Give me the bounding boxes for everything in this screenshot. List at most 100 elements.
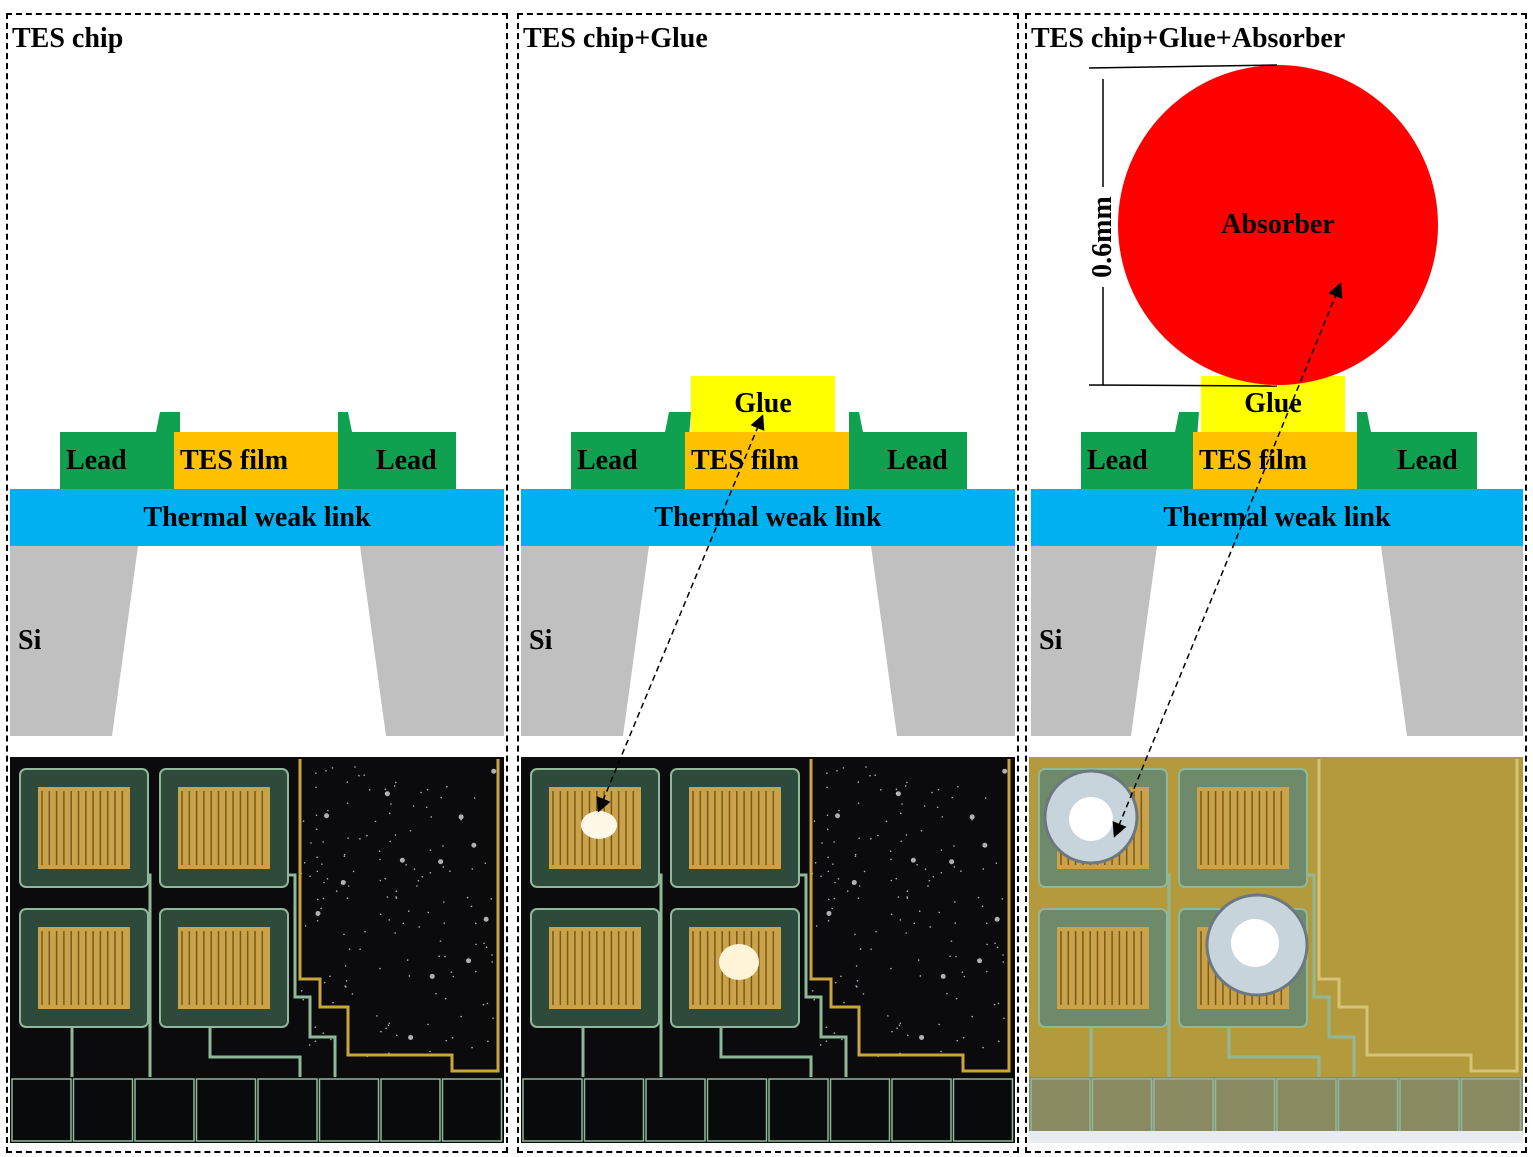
speckle bbox=[898, 1024, 901, 1027]
speckle bbox=[813, 998, 816, 1001]
speckle bbox=[327, 809, 329, 812]
speckle bbox=[354, 766, 356, 768]
speckle bbox=[416, 885, 418, 887]
speckle bbox=[329, 975, 331, 978]
speckle bbox=[393, 785, 396, 787]
speckle bbox=[427, 1023, 429, 1026]
speckle bbox=[927, 885, 929, 887]
speckle bbox=[906, 897, 909, 899]
speckle bbox=[957, 785, 959, 788]
bond-pad bbox=[706, 1078, 768, 1142]
bond-pad bbox=[134, 1078, 195, 1142]
panel-title: TES chip bbox=[12, 23, 124, 54]
speckle bbox=[351, 993, 354, 995]
speckle bbox=[442, 866, 445, 868]
speckle bbox=[857, 781, 860, 783]
speckle bbox=[315, 786, 317, 789]
speckle bbox=[444, 997, 447, 1000]
speckle bbox=[863, 870, 866, 873]
bond-pad bbox=[583, 1078, 645, 1142]
glue-dot bbox=[719, 944, 759, 980]
speckle bbox=[956, 1039, 959, 1042]
speckle bbox=[913, 922, 916, 925]
speckle bbox=[389, 840, 391, 843]
speckle bbox=[348, 948, 351, 950]
speckle bbox=[969, 814, 975, 820]
speckle bbox=[376, 1015, 378, 1017]
speckle bbox=[896, 1027, 898, 1030]
speckle bbox=[395, 1034, 398, 1037]
speckle bbox=[950, 940, 953, 942]
speckle bbox=[359, 948, 361, 950]
speckle bbox=[996, 946, 999, 949]
speckle bbox=[303, 861, 306, 864]
speckle bbox=[325, 769, 327, 772]
lead-left-label: Lead bbox=[66, 445, 127, 476]
speckle bbox=[826, 772, 828, 775]
speckle bbox=[895, 788, 898, 791]
speckle bbox=[838, 809, 840, 812]
speckle bbox=[388, 919, 391, 921]
speckle bbox=[418, 926, 420, 928]
absorber-label: Absorber bbox=[1221, 209, 1335, 240]
tes-pixel-meander bbox=[689, 787, 781, 869]
speckle bbox=[430, 816, 433, 818]
speckle bbox=[346, 802, 349, 804]
tes-pixel-meander bbox=[38, 787, 130, 869]
speckle bbox=[843, 1001, 845, 1004]
speckle bbox=[426, 788, 429, 791]
glue-label: Glue bbox=[734, 388, 792, 419]
speckle bbox=[321, 863, 323, 865]
speckle bbox=[940, 849, 943, 851]
speckle bbox=[994, 942, 996, 945]
speckle bbox=[857, 802, 860, 804]
speckle bbox=[412, 805, 415, 807]
speckle bbox=[840, 975, 842, 978]
speckle bbox=[897, 896, 900, 898]
speckle bbox=[429, 849, 432, 851]
speckle bbox=[395, 781, 397, 784]
speckle bbox=[858, 885, 861, 887]
speckle bbox=[443, 922, 445, 924]
speckle bbox=[993, 1003, 996, 1006]
speckle bbox=[335, 890, 338, 892]
speckle bbox=[929, 926, 931, 928]
bond-pad-strip bbox=[521, 1077, 1015, 1143]
speckle bbox=[836, 769, 838, 772]
weak-link-label: Thermal weak link bbox=[1163, 501, 1391, 533]
absorber-highlight bbox=[1069, 797, 1113, 841]
speckle bbox=[444, 955, 446, 958]
speckle bbox=[438, 859, 444, 865]
speckle bbox=[832, 863, 834, 865]
speckle bbox=[846, 890, 849, 892]
speckle bbox=[924, 868, 927, 870]
speckle bbox=[487, 1040, 489, 1043]
speckle bbox=[906, 781, 908, 784]
speckle bbox=[949, 955, 951, 957]
speckle bbox=[387, 1024, 390, 1027]
speckle bbox=[384, 877, 387, 880]
micrograph-bare-tes-array bbox=[10, 757, 504, 1143]
speckle bbox=[471, 842, 477, 848]
speckle bbox=[919, 975, 922, 977]
panel-tes-chip-glue: TES chip+Glue Lead TES film Lead Glue Th… bbox=[517, 13, 1019, 1153]
speckle bbox=[408, 975, 411, 977]
speckle bbox=[835, 813, 841, 819]
speckle bbox=[451, 1036, 454, 1039]
speckle bbox=[981, 905, 984, 908]
speckle bbox=[827, 870, 830, 873]
speckle bbox=[870, 838, 872, 840]
speckle bbox=[906, 890, 909, 892]
speckle bbox=[344, 985, 346, 987]
speckle bbox=[982, 842, 988, 848]
speckle bbox=[833, 1032, 836, 1034]
speckle bbox=[856, 980, 859, 982]
speckle bbox=[363, 774, 365, 776]
speckle bbox=[407, 910, 410, 913]
speckle bbox=[920, 829, 923, 832]
speckle bbox=[940, 1050, 942, 1053]
speckle bbox=[482, 1003, 485, 1006]
bond-pad bbox=[891, 1078, 952, 1142]
speckle bbox=[343, 855, 346, 858]
speckle bbox=[1002, 961, 1004, 963]
